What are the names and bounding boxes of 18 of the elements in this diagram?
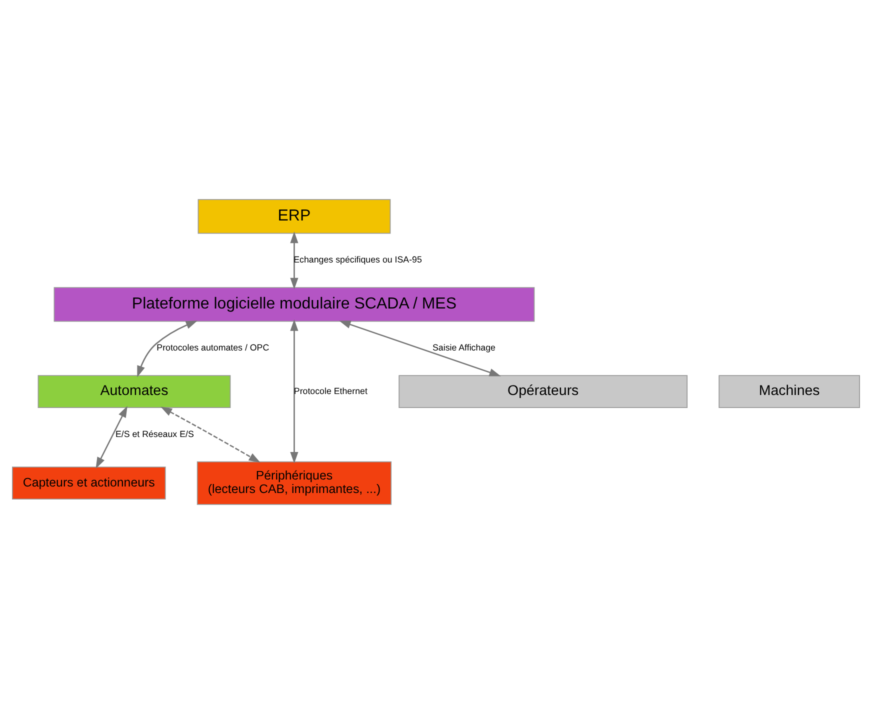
arrow [96, 405, 128, 468]
edge-label: Echanges spécifiques ou ISA-95 [294, 254, 422, 264]
node-box: Machines [718, 374, 860, 408]
edge-label: Protocoles automates / OPC [156, 342, 270, 352]
node-box: Périphériques (lecteurs CAB, imprimantes, ...) [196, 460, 392, 504]
edge-label: E/S et Réseaux E/S [115, 428, 194, 438]
arrow [290, 231, 298, 289]
arrow [137, 320, 198, 377]
node-box: Plateforme logicielle modulaire SCADA / MES [54, 286, 535, 322]
arrow [290, 318, 298, 464]
edge-label: Saisie Affichage [432, 342, 496, 352]
arrow [339, 320, 501, 376]
arrow [160, 406, 260, 462]
edge-label: Protocole Ethernet [294, 385, 368, 396]
node-box: Capteurs et actionneurs [12, 466, 166, 500]
node-box: ERP [198, 198, 391, 234]
node-box: Opérateurs [398, 374, 688, 408]
node-box: Automates [38, 374, 231, 408]
